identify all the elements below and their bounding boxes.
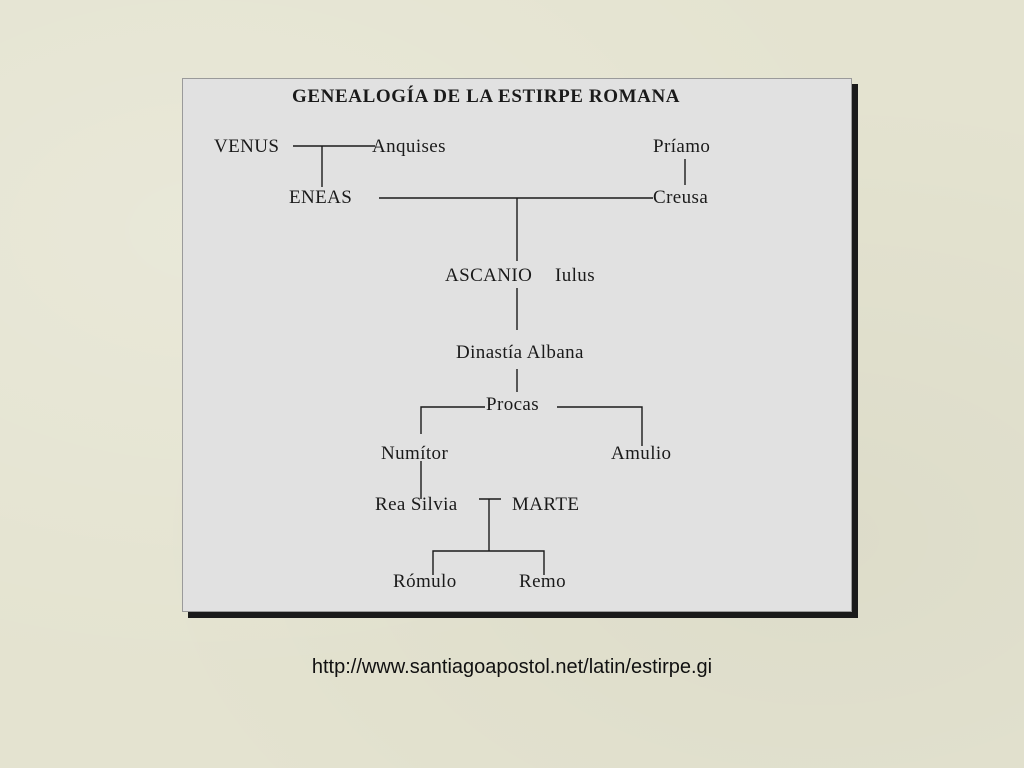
- connector-lines: [293, 145, 686, 575]
- node-anquises: Anquises: [372, 136, 446, 157]
- children-bracket-line: [432, 550, 545, 575]
- node-priamo: Príamo: [653, 136, 710, 157]
- node-iulus: Iulus: [555, 265, 595, 286]
- node-rea-silvia: Rea Silvia: [375, 494, 458, 515]
- genealogy-figure: GENEALOGÍA DE LA ESTIRPE ROMANA VENUS An…: [182, 78, 852, 612]
- node-venus: VENUS: [214, 136, 279, 157]
- node-amulio: Amulio: [611, 443, 671, 464]
- node-romulo: Rómulo: [393, 571, 457, 592]
- procas-numitor-line: [420, 406, 485, 434]
- node-remo: Remo: [519, 571, 566, 592]
- node-creusa: Creusa: [653, 187, 708, 208]
- node-marte: MARTE: [512, 494, 579, 515]
- node-ascanio: ASCANIO: [445, 265, 532, 286]
- node-dinastia-albana: Dinastía Albana: [456, 342, 584, 363]
- diagram-title: GENEALOGÍA DE LA ESTIRPE ROMANA: [292, 85, 680, 107]
- genealogy-diagram: GENEALOGÍA DE LA ESTIRPE ROMANA VENUS An…: [214, 85, 710, 592]
- node-numitor: Numítor: [381, 443, 448, 464]
- source-url: http://www.santiagoapostol.net/latin/est…: [311, 656, 713, 678]
- node-eneas: ENEAS: [289, 187, 352, 208]
- procas-amulio-line: [557, 406, 643, 446]
- node-procas: Procas: [486, 394, 539, 415]
